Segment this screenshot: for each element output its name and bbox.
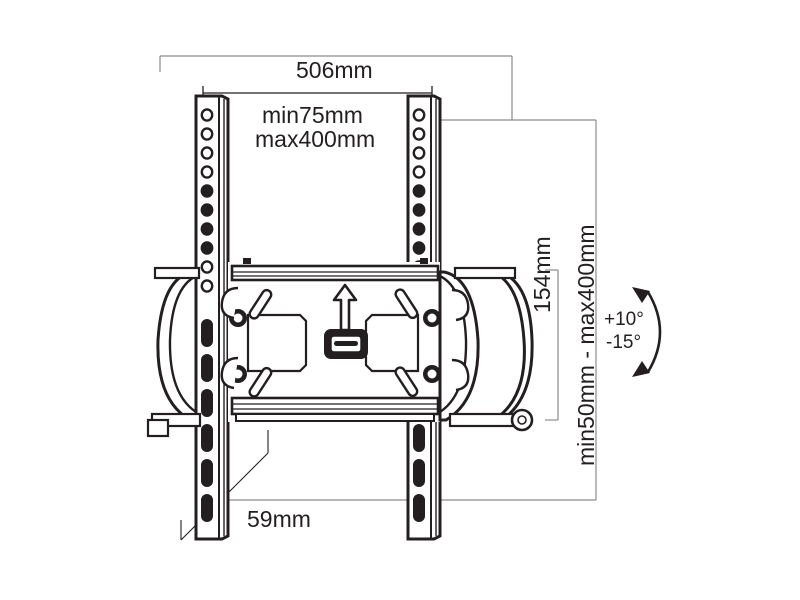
left-hook-details [220, 286, 239, 390]
dimension-label-width: 506mm [296, 57, 373, 83]
dimension-label-vesa-max-horizontal: max400mm [255, 126, 376, 152]
center-mount-plate [228, 262, 441, 422]
pivot-bolt-lower-right [423, 365, 441, 383]
pivot-bolt-upper-right [423, 309, 441, 327]
extension-lines [159, 55, 597, 501]
up-arrow-icon [332, 283, 358, 332]
dimension-label-depth: 59mm [247, 506, 311, 532]
left-wall-rail [194, 94, 230, 541]
dimension-line-506 [202, 86, 433, 100]
tilt-arc-icon [632, 287, 662, 377]
dimension-label-bracket-height: 154mm [529, 236, 555, 313]
dimension-label-vesa-min-horizontal: min75mm [262, 102, 363, 128]
left-tilt-arm [146, 266, 202, 438]
dimension-label-vesa-vertical-range: min50mm - max400mm [573, 224, 599, 466]
tilt-label-positive: +10° [604, 309, 644, 330]
tilt-label-negative: -15° [606, 332, 642, 353]
detail-tabs [243, 258, 428, 264]
release-slot-icon [324, 329, 368, 359]
right-tilt-arm [438, 266, 534, 432]
